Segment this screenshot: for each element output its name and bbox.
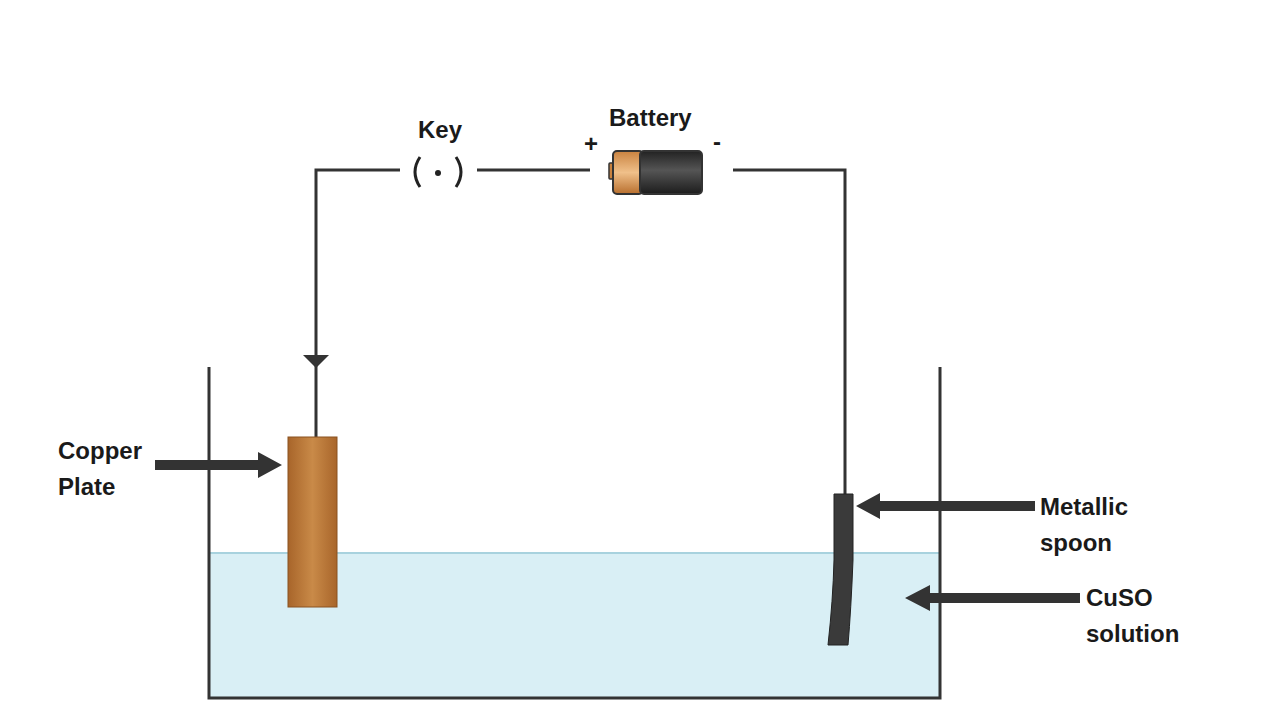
current-arrowhead (303, 355, 329, 368)
terminal-sign: - (713, 124, 721, 160)
key-symbol (415, 157, 420, 187)
beaker (209, 367, 940, 698)
copper-plate (288, 437, 337, 607)
wire (733, 170, 845, 495)
key-contact (435, 170, 441, 176)
metallic-spoon (828, 494, 853, 645)
terminal-sign: + (584, 126, 598, 162)
wire (477, 169, 590, 172)
part-label: Metallic spoon (1040, 489, 1165, 561)
battery-cell (640, 151, 702, 194)
pointer-arrow (905, 585, 1080, 611)
pointer-arrow (856, 493, 1035, 519)
battery-label: Battery (609, 100, 692, 136)
key-symbol (456, 157, 461, 187)
wire (316, 170, 400, 437)
part-label: Copper Plate (58, 433, 158, 505)
pointer-arrow (155, 452, 282, 478)
battery-cell (613, 151, 643, 194)
key-label: Key (418, 112, 462, 148)
part-label: CuSO solution (1086, 580, 1201, 652)
